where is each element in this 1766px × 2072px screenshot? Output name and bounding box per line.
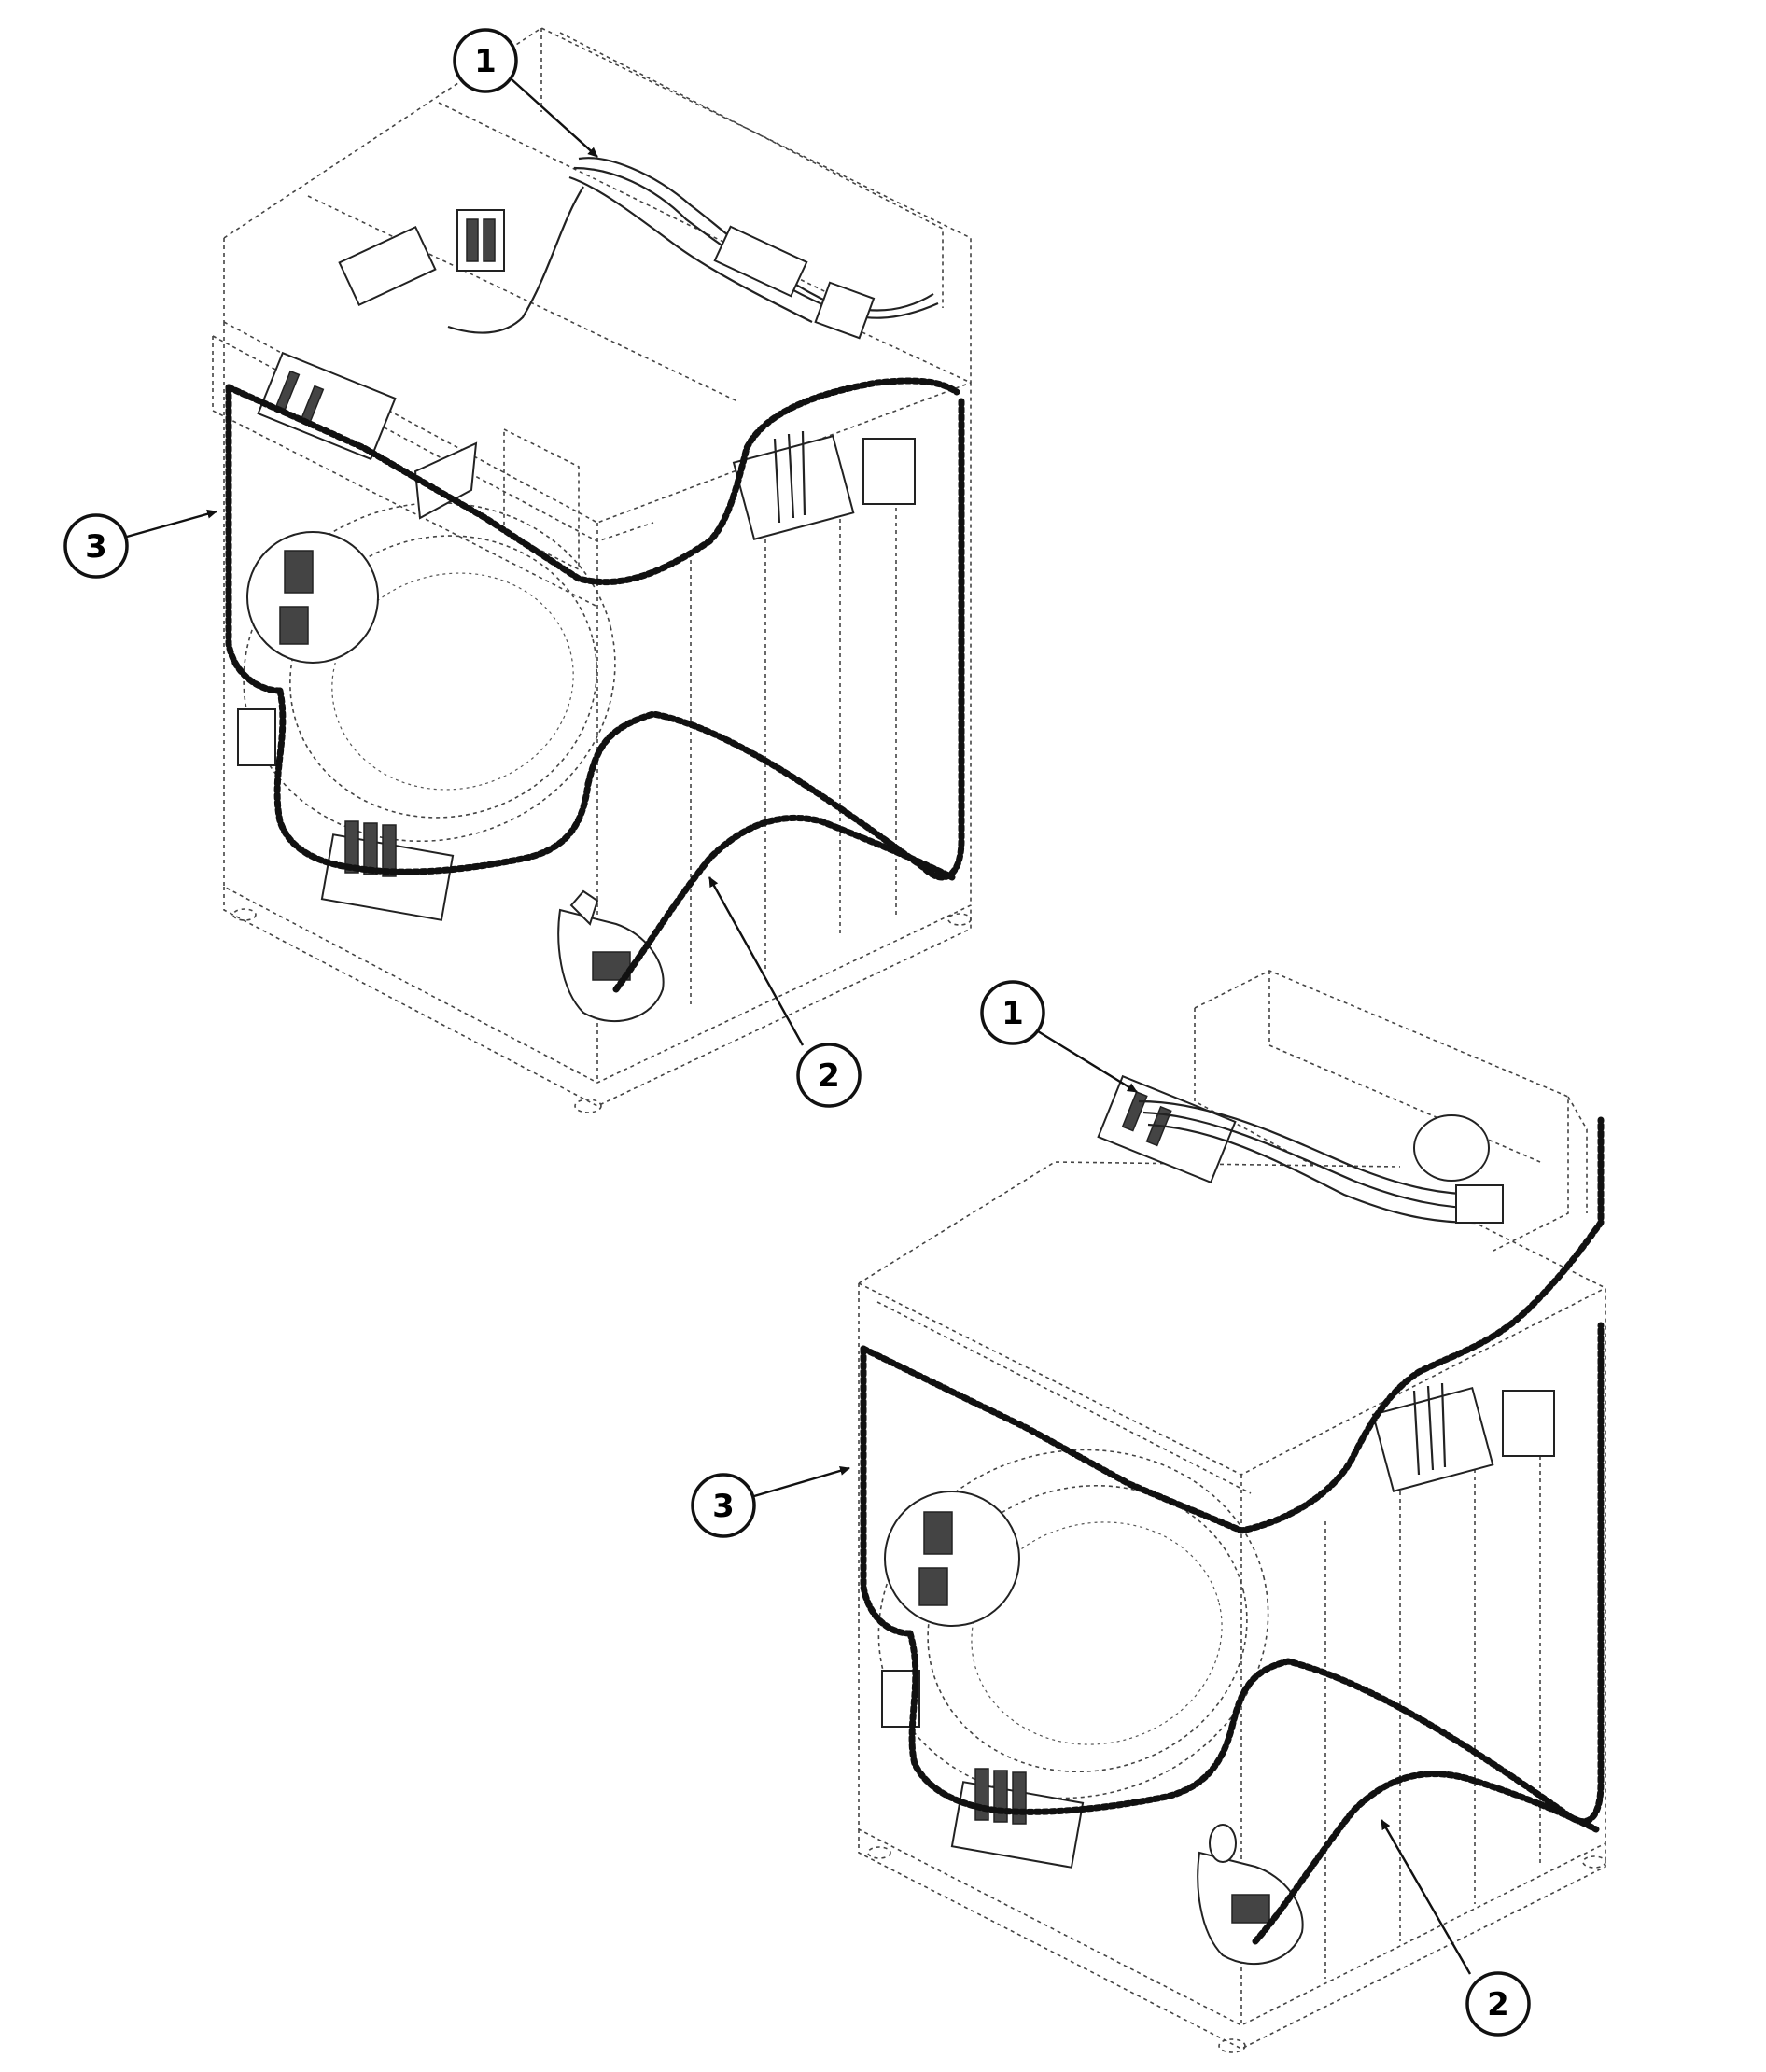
callout-bottom-3: 3 — [691, 1473, 756, 1538]
top-relay-box — [456, 209, 505, 272]
rear-module-bottom — [1371, 1386, 1494, 1492]
callout-bottom-3-label: 3 — [712, 1488, 735, 1525]
callout-top-2: 2 — [796, 1043, 862, 1108]
callout-top-1: 1 — [453, 28, 518, 93]
callout-bottom-2: 2 — [1465, 1971, 1531, 2037]
callout-bottom-2-label: 2 — [1487, 1986, 1509, 2023]
leader-top-3 — [126, 509, 217, 539]
callout-top-1-label: 1 — [474, 43, 497, 80]
callout-top-3: 3 — [63, 513, 129, 579]
callout-top-2-label: 2 — [818, 1057, 840, 1095]
cabinet-outline — [223, 321, 972, 1084]
callout-bottom-1: 1 — [980, 980, 1045, 1045]
harness-3-top — [225, 377, 960, 586]
leader-bottom-3 — [753, 1466, 850, 1498]
door-lock-detail-bottom — [884, 1491, 1020, 1627]
leader-top-2 — [708, 876, 805, 1046]
rear-module-top — [732, 434, 855, 540]
leader-top-1 — [511, 78, 598, 158]
callout-top-3-label: 3 — [85, 528, 107, 566]
harness-3-bottom — [860, 1116, 1605, 1534]
callout-bottom-1-label: 1 — [1002, 995, 1024, 1032]
leader-bottom-1 — [1037, 1029, 1138, 1094]
control-board-bottom — [1097, 1074, 1237, 1184]
harness-2-bottom — [1228, 1322, 1605, 1826]
washer-top-assembly — [212, 27, 972, 1113]
washer-bottom-assembly — [858, 970, 1606, 2053]
leader-bottom-2 — [1380, 1819, 1472, 1975]
